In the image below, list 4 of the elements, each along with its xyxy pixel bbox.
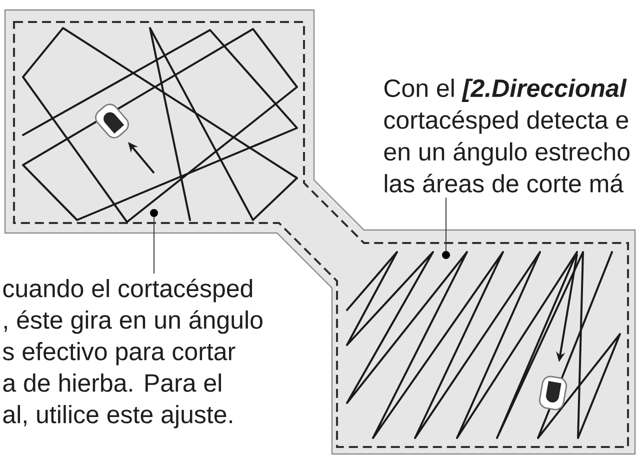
leader-line (150, 209, 158, 274)
callout-text: cuando el cortacésped , éste gira en un ángulo s efectivo para cortar a de hierba. Para el al, utilice este ajuste. (2, 278, 262, 428)
callout-text: Con el [2.Direccional cortacésped detecta e en un ángulo estrecho las áreas de corte má (384, 78, 630, 192)
leader-line (442, 197, 450, 259)
